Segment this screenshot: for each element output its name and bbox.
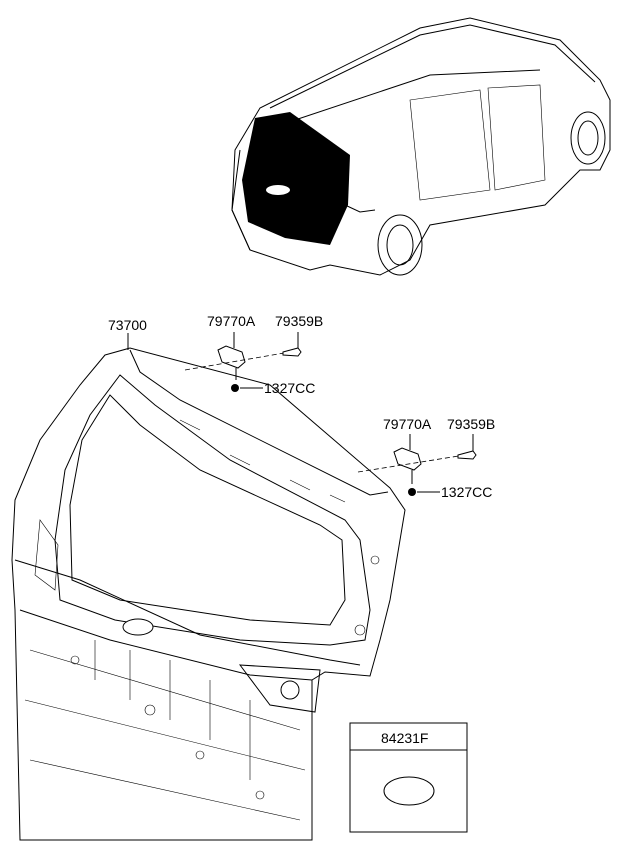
emblem-callout-box (349, 722, 468, 833)
label-1327CC-left: 1327CC (264, 380, 315, 396)
hinge-left (217, 345, 246, 369)
hinge-assembly-left (184, 332, 302, 392)
label-84231F: 84231F (381, 730, 428, 746)
hinge-assembly-right (357, 434, 477, 496)
label-79770A-left: 79770A (207, 313, 256, 329)
bolt-left (282, 347, 302, 357)
hinge-right (393, 447, 422, 471)
label-79359B-left: 79359B (275, 313, 323, 329)
tailgate-highlight (242, 112, 350, 245)
nut-right (408, 488, 416, 496)
vehicle-illustration (231, 17, 611, 276)
emblem-shape (383, 776, 435, 806)
label-73700: 73700 (108, 317, 147, 333)
label-1327CC-right: 1327CC (441, 484, 492, 500)
bolt-right (457, 450, 477, 460)
label-79359B-right: 79359B (447, 416, 495, 432)
label-79770A-right: 79770A (383, 416, 432, 432)
tailgate-panel (11, 347, 406, 841)
nut-left (231, 384, 239, 392)
